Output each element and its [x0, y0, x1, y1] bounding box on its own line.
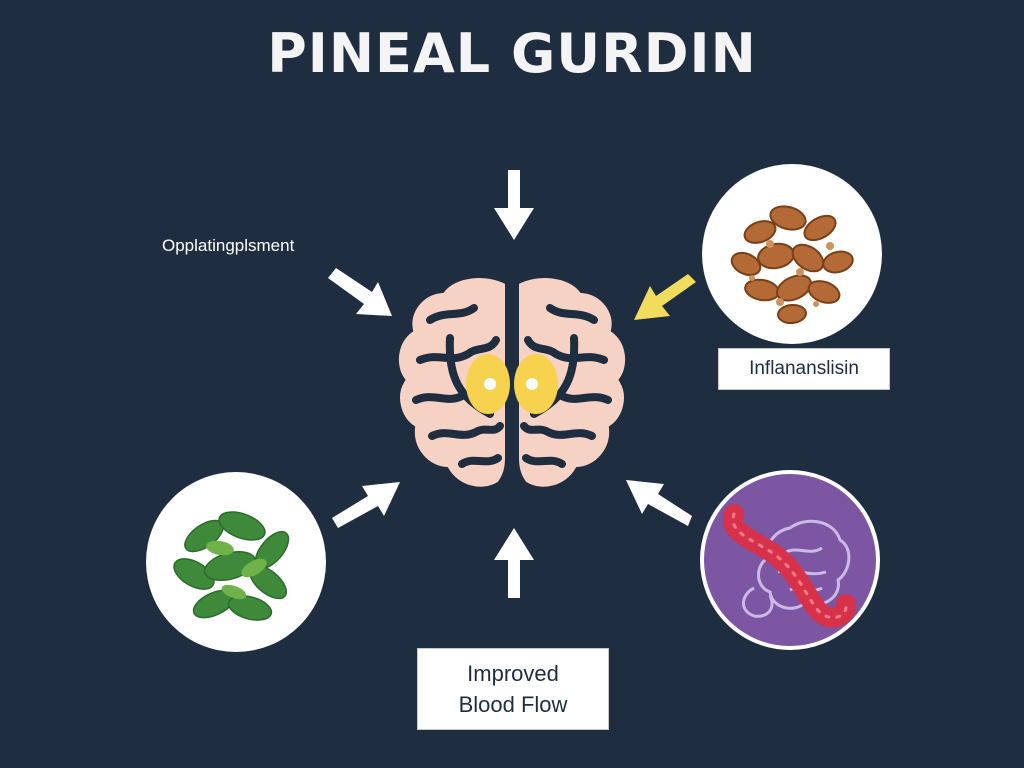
blood-flow-label-line1: Improved — [467, 661, 559, 686]
blood-flow-label-line2: Blood Flow — [458, 692, 568, 717]
arrow-upper-right — [634, 274, 696, 320]
top-left-label: Opplatingplsment — [162, 236, 295, 255]
walnuts-image — [702, 164, 882, 344]
arrow-lower-right — [626, 480, 692, 526]
brain-gut-icon — [700, 470, 880, 650]
brain-icon — [392, 272, 632, 493]
blood-flow-label: Improved Blood Flow — [417, 648, 609, 730]
inflammation-label: Inflananslisin — [718, 348, 890, 390]
leafy-greens-image — [146, 472, 326, 652]
arrow-top — [494, 170, 534, 240]
arrow-bottom — [494, 528, 534, 598]
arrow-upper-left — [328, 268, 392, 316]
page-title: PINEAL GURDIN — [267, 22, 757, 85]
arrow-lower-left — [332, 482, 400, 528]
